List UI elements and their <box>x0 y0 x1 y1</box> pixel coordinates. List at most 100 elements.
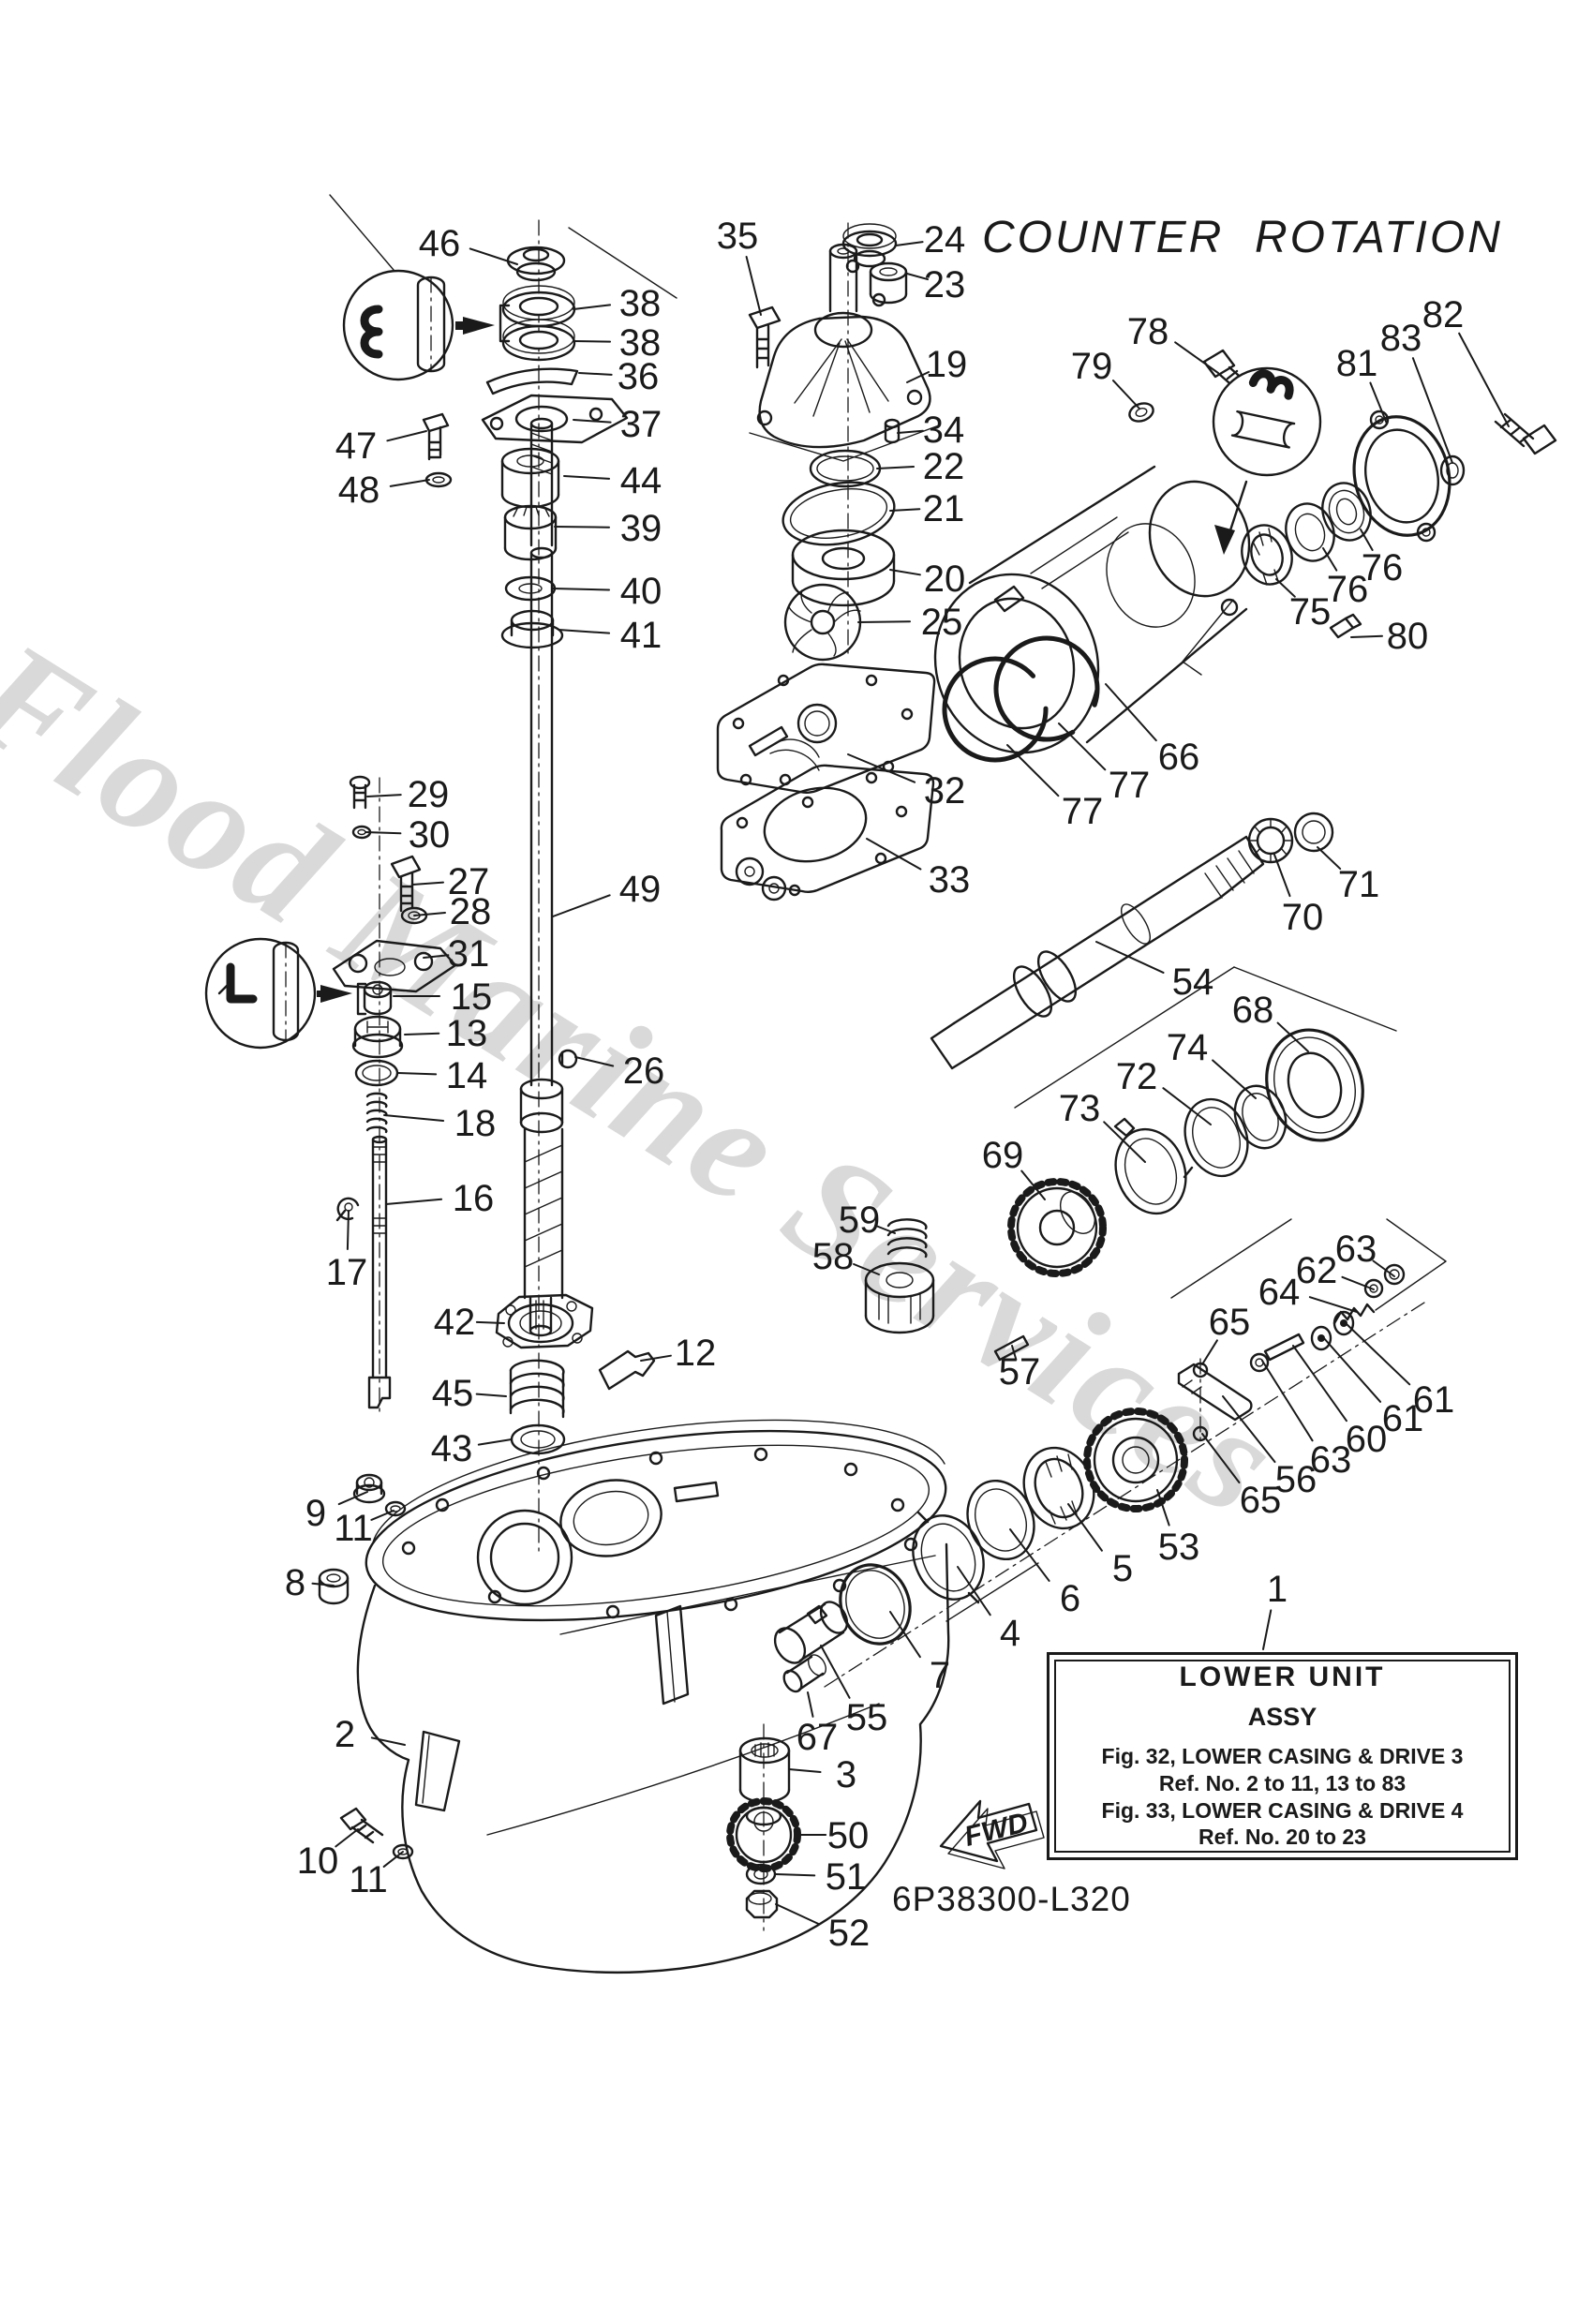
leader-71 <box>1317 846 1342 871</box>
section-boundaries <box>329 194 1447 1622</box>
callout-77: 77 <box>1109 765 1151 806</box>
callout-61: 61 <box>1382 1398 1424 1439</box>
info-box-fig33-ref: Ref. No. 20 to 23 <box>1198 1825 1366 1850</box>
part-74-shim <box>1233 1084 1288 1150</box>
callout-36: 36 <box>618 356 660 397</box>
callout-62: 62 <box>1296 1250 1338 1291</box>
part-69-reverse-gear <box>1007 1178 1107 1277</box>
callout-14: 14 <box>446 1055 488 1096</box>
part-66-bearing-carrier <box>933 465 1251 754</box>
leader-33 <box>866 838 922 871</box>
leader-22 <box>876 466 916 469</box>
callout-73: 73 <box>1059 1088 1101 1129</box>
part-55-sleeve <box>773 1601 849 1664</box>
leader-55 <box>820 1645 851 1699</box>
callout-50: 50 <box>827 1815 870 1856</box>
leader-12 <box>640 1354 672 1362</box>
leader-8 <box>311 1582 335 1587</box>
callout-32: 32 <box>924 770 966 812</box>
part-24-grommet <box>841 223 898 274</box>
part-68-ball-bearing <box>1265 1028 1364 1142</box>
part-21-oring <box>782 481 896 546</box>
part-10-bolt <box>339 1807 384 1844</box>
part-45-spring <box>509 1359 565 1419</box>
part-52-nut <box>745 1889 779 1919</box>
part-60-pin <box>1263 1333 1305 1362</box>
leader-56 <box>1222 1395 1276 1464</box>
leader-4 <box>957 1566 991 1616</box>
callout-1: 1 <box>1267 1569 1288 1610</box>
part-9-nut <box>352 1473 386 1504</box>
leader-67 <box>807 1691 814 1718</box>
part-7-oring <box>839 1563 912 1646</box>
part-59-spring <box>886 1218 928 1259</box>
leader-59 <box>874 1224 896 1234</box>
leader-66 <box>1105 683 1157 742</box>
callout-8: 8 <box>285 1562 305 1603</box>
leader-27 <box>411 881 444 886</box>
callout-72: 72 <box>1116 1056 1158 1097</box>
callout-37: 37 <box>620 404 662 445</box>
part-37-bearing-housing-plate <box>481 394 629 444</box>
fwd-label: FWD <box>961 1807 1031 1853</box>
leader-72 <box>1162 1087 1212 1125</box>
leader-44 <box>563 475 611 480</box>
callout-26: 26 <box>623 1050 665 1092</box>
part-81-retainer-ring <box>1352 410 1451 543</box>
callout-59: 59 <box>839 1199 881 1241</box>
callout-66: 66 <box>1158 737 1200 778</box>
callout-65: 65 <box>1240 1480 1282 1521</box>
part-76-bearing <box>1285 502 1335 562</box>
callout-57: 57 <box>999 1351 1041 1393</box>
callout-39: 39 <box>620 508 662 549</box>
callout-19: 19 <box>926 344 968 385</box>
page-title: COUNTER ROTATION <box>982 213 1503 262</box>
leader-77 <box>1058 723 1107 771</box>
part-22-oring <box>809 449 882 488</box>
leader-19 <box>906 371 930 383</box>
callout-61: 61 <box>1413 1379 1455 1421</box>
part-82-bolt <box>1494 412 1557 455</box>
inset-detail-clip-pin-lower <box>204 937 352 1050</box>
callout-2: 2 <box>335 1714 355 1755</box>
part-42-bearing-housing <box>495 1293 594 1349</box>
callout-83: 83 <box>1380 318 1422 359</box>
callout-63: 63 <box>1335 1229 1377 1270</box>
leader-64 <box>1308 1296 1358 1313</box>
leader-5 <box>1067 1503 1103 1552</box>
callout-35: 35 <box>717 216 759 257</box>
part-25-impeller <box>783 583 862 662</box>
leader-24 <box>895 241 924 246</box>
part-63-washer <box>1383 1263 1406 1286</box>
leader-47 <box>386 430 427 442</box>
leader-20 <box>889 569 921 576</box>
callout-53: 53 <box>1158 1527 1200 1568</box>
leader-41 <box>558 629 611 634</box>
part-75-needle-bearing <box>1241 524 1293 586</box>
leader-40 <box>552 588 611 591</box>
part-34-pin <box>884 418 901 444</box>
part-36-retainer-strap <box>485 367 579 395</box>
part-31-shift-bracket <box>332 939 457 993</box>
leader-7 <box>889 1611 921 1659</box>
part-47-bolt <box>422 412 450 461</box>
leader-58 <box>853 1263 880 1275</box>
leader-11 <box>382 1851 404 1868</box>
leader-83 <box>1411 357 1453 464</box>
callout-56: 56 <box>1275 1459 1317 1500</box>
part-32-outer-plate <box>716 663 936 809</box>
callout-48: 48 <box>338 469 380 511</box>
part-54-propeller-shaft <box>930 835 1265 1070</box>
part-20-insert-cup <box>791 529 896 607</box>
callout-64: 64 <box>1258 1272 1301 1313</box>
callout-38: 38 <box>619 322 662 364</box>
callout-34: 34 <box>923 410 965 451</box>
callout-81: 81 <box>1336 343 1378 384</box>
info-box-fig32-ref: Ref. No. 2 to 11, 13 to 83 <box>1158 1770 1407 1795</box>
part-38-bearings <box>499 285 576 362</box>
callout-60: 60 <box>1346 1419 1388 1460</box>
callout-46: 46 <box>419 223 461 264</box>
leader-9 <box>337 1491 368 1506</box>
leader-76 <box>1360 529 1374 551</box>
